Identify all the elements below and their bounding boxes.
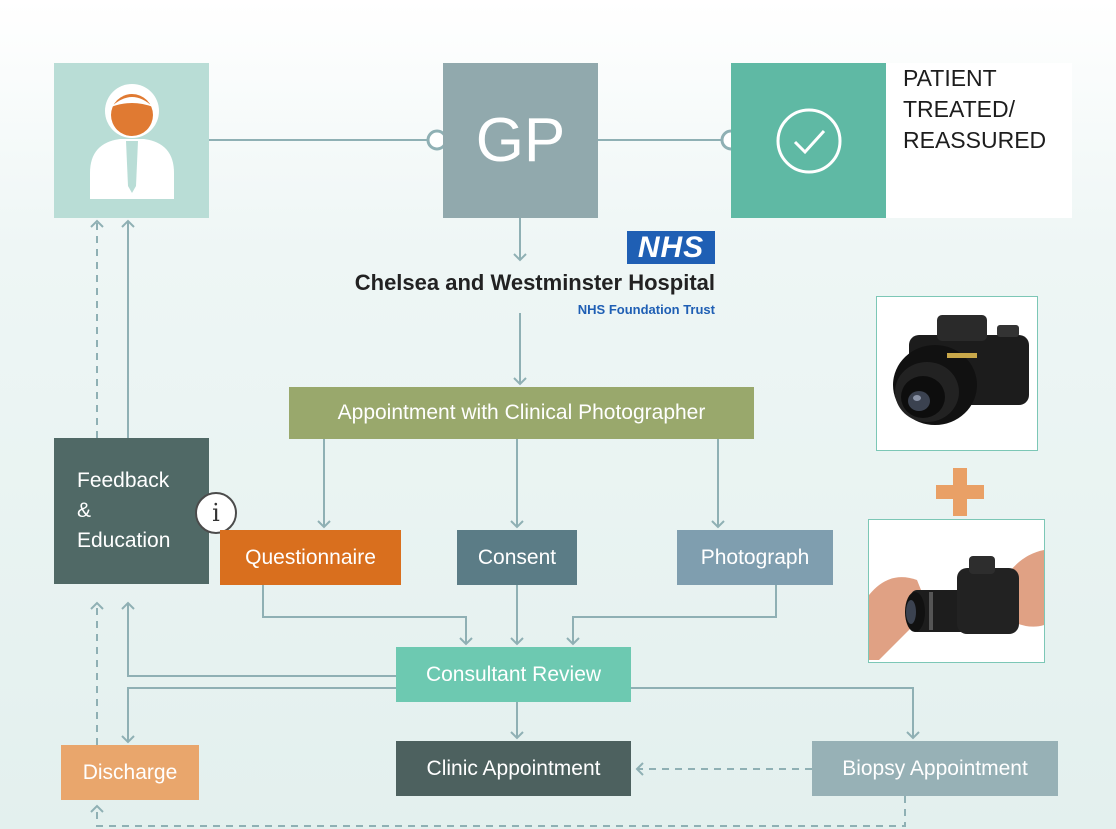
photograph-to-review-arrow [566,585,777,646]
gp-box: GP [443,63,598,218]
camera-photo-frame [876,296,1038,451]
consent-label: Consent [477,545,557,569]
treated-label: PATIENT TREATED/ REASSURED [886,63,1072,218]
photograph-label: Photograph [700,545,810,569]
treated-box [731,63,886,218]
biopsy-appointment-box: Biopsy Appointment [812,741,1058,796]
review-to-biopsy-arrow [631,687,920,740]
clinic-appointment-label: Clinic Appointment [426,756,601,780]
check-circle-icon [776,108,841,173]
treated-line-2: TREATED/ [903,96,1016,122]
treated-line-1: PATIENT [903,65,997,91]
biopsy-to-discharge-dashed-arrow [90,796,906,827]
feedback-line-2: & [77,499,92,522]
hands-camera-icon [869,550,1044,660]
patient-icon [89,83,174,199]
appointment-label: Appointment with Clinical Photographer [337,401,706,424]
review-to-discharge-arrow [121,687,396,744]
photograph-box: Photograph [677,530,833,585]
plus-icon [936,468,984,516]
clinic-appointment-box: Clinic Appointment [396,741,631,796]
discharge-box: Discharge [61,745,199,800]
review-to-feedback-arrow [121,601,396,677]
camera-icon [893,315,1029,425]
treated-line-3: REASSURED [903,127,1047,153]
feedback-line-3: Education [77,529,171,552]
consultant-review-box: Consultant Review [396,647,631,702]
patient-box [54,63,209,218]
feedback-box: Feedback & Education [54,438,209,584]
hospital-name: Chelsea and Westminster Hospital [354,270,715,295]
feedback-line-1: Feedback [77,469,170,492]
consent-box: Consent [457,530,577,585]
gp-label: GP [475,106,566,175]
questionnaire-label: Questionnaire [245,545,376,569]
hands-camera-photo-frame [868,519,1045,663]
trust-name: NHS Foundation Trust [577,302,715,317]
questionnaire-box: Questionnaire [220,530,401,585]
biopsy-appointment-label: Biopsy Appointment [842,756,1028,780]
appointment-box: Appointment with Clinical Photographer [289,387,754,439]
nhs-logo-badge: NHS [627,231,715,264]
info-icon: i [195,492,237,534]
questionnaire-to-review-arrow [262,585,473,646]
consultant-review-label: Consultant Review [425,662,602,686]
discharge-label: Discharge [82,760,178,784]
